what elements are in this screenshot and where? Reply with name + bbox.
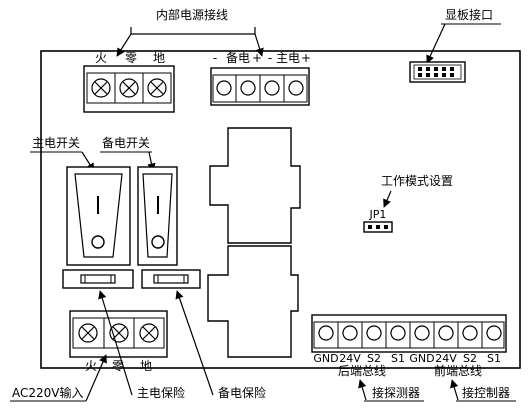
lower-component <box>207 245 299 358</box>
work-mode-arrow <box>383 190 392 208</box>
main-switch-label: 主电开关 <box>32 136 80 150</box>
connect-controller-arrow <box>450 379 459 401</box>
internal-power-bracket <box>130 27 256 35</box>
connect-controller-label: 接控制器 <box>462 385 510 400</box>
ground-label-top: 地 <box>153 51 165 65</box>
backup-fuse <box>141 269 201 289</box>
fire-label-bottom: 火 <box>85 359 97 373</box>
bus-terminal-label: GND <box>409 352 434 365</box>
bus-terminal-label: S1 <box>391 352 405 365</box>
fire-label-top: 火 <box>95 51 107 65</box>
backup-fuse-label: 备电保险 <box>218 385 266 400</box>
display-interface-label: 显板接口 <box>445 7 493 22</box>
main-power-label: 主电 <box>276 51 300 65</box>
connect-detector-arrow <box>358 379 367 401</box>
ac-input-label: AC220V输入 <box>12 385 84 400</box>
bus-terminal-label: 24V <box>435 352 457 365</box>
connect-detector-label: 接探测器 <box>372 385 420 400</box>
bus-terminal-label: S1 <box>487 352 501 365</box>
ground-label-bottom: 地 <box>140 359 152 373</box>
internal-power-arrow-right <box>254 33 264 57</box>
rear-bus-label: 后端总线 <box>338 364 386 378</box>
work-mode-label: 工作模式设置 <box>381 174 453 188</box>
backup-power-label: 备电 <box>226 51 250 65</box>
jp1-label: JP1 <box>369 208 387 221</box>
internal-power-arrow-left <box>116 33 132 57</box>
display-connector <box>409 61 466 83</box>
dc-terminal-block <box>210 67 310 106</box>
display-interface-arrow <box>426 23 446 64</box>
backup-switch-label: 备电开关 <box>102 136 150 150</box>
main-power-switch <box>66 166 131 266</box>
ac-input-arrow <box>85 354 107 402</box>
internal-power-label: 内部电源接线 <box>156 7 228 22</box>
backup-minus: - <box>213 51 217 65</box>
bus-terminal-label: GND <box>313 352 338 365</box>
bus-terminal-label: 24V <box>339 352 361 365</box>
front-bus-label: 前端总线 <box>434 363 482 378</box>
neutral-label-top: 零 <box>125 51 137 65</box>
neutral-label-bottom: 零 <box>112 359 124 373</box>
bus-terminal-label: S2 <box>463 352 477 365</box>
main-fuse-label: 主电保险 <box>137 385 185 400</box>
main-fuse <box>62 269 134 289</box>
ac-terminal-block-top <box>83 65 175 113</box>
backup-plus: + <box>252 51 262 65</box>
backup-fuse-arrow <box>175 290 214 396</box>
backup-power-switch <box>137 166 178 266</box>
jp1-jumper <box>363 221 393 233</box>
main-minus: - <box>268 51 272 65</box>
bus-terminal-label: S2 <box>367 352 381 365</box>
bus-terminal-block <box>311 314 507 353</box>
upper-component <box>209 127 301 244</box>
main-fuse-arrow <box>98 290 133 396</box>
main-plus: + <box>301 51 311 65</box>
